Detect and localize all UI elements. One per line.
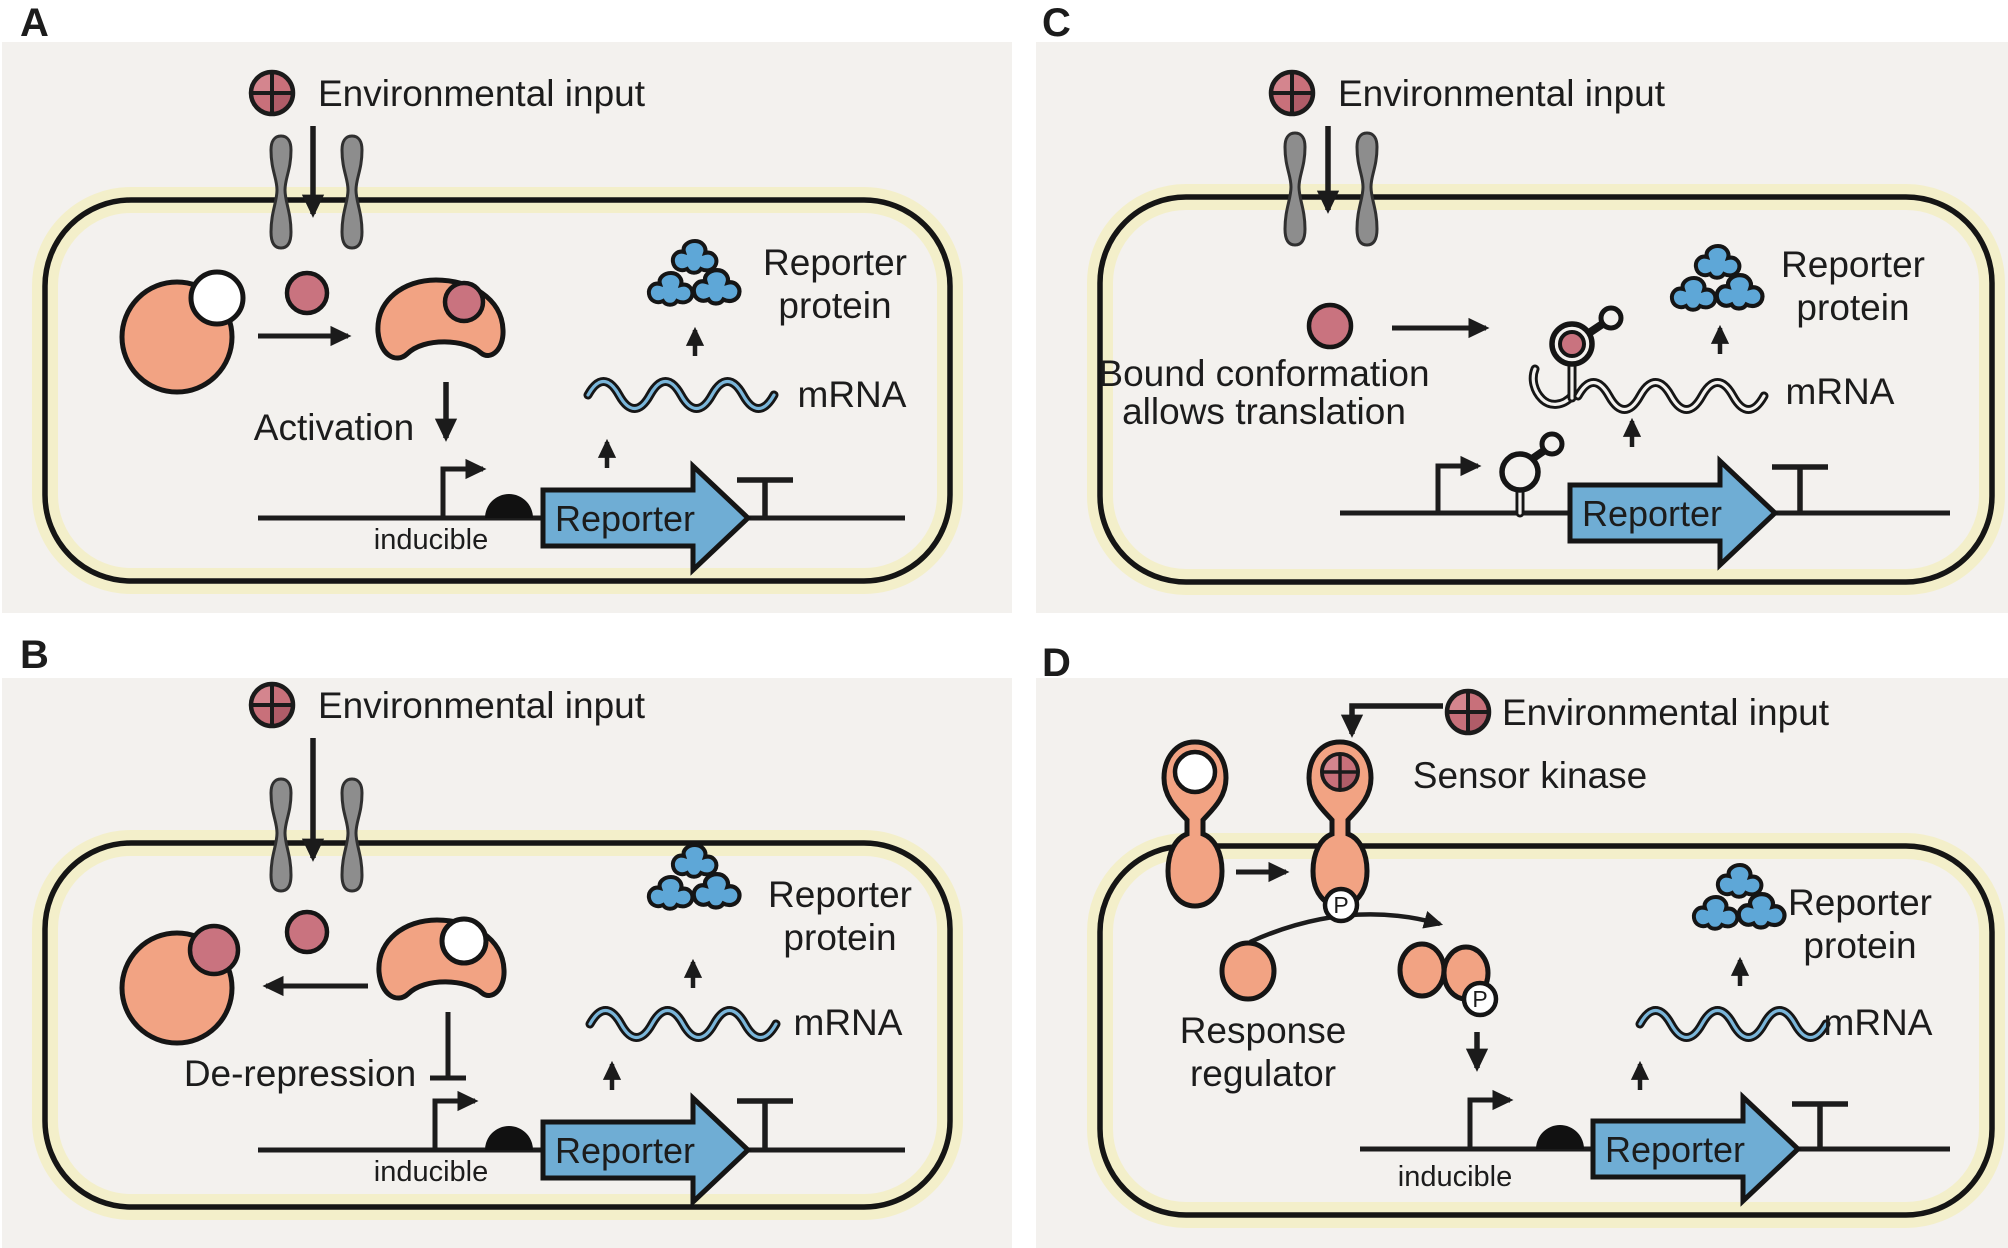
ligand — [284, 270, 330, 316]
riboswitch-bound-mrna — [1528, 305, 1764, 410]
reporter-protein-label: Reporter — [768, 874, 912, 915]
panel-label: B — [20, 633, 49, 677]
panel-label: D — [1042, 641, 1071, 685]
mrna-label: mRNA — [1824, 1002, 1933, 1043]
cell-outline — [1097, 843, 1995, 1218]
promoter-label: inducible — [1398, 1161, 1512, 1193]
ligand — [284, 909, 330, 955]
phosphate-icon — [1461, 980, 1499, 1018]
reporter-gene-label: Reporter — [1605, 1129, 1745, 1170]
reporter-protein-label: protein — [783, 917, 896, 958]
terminator-icon — [1772, 464, 1828, 513]
response-regulator-dimer — [1397, 941, 1447, 999]
environmental-input-label: Environmental input — [1338, 73, 1666, 114]
mechanism-label: allows translation — [1122, 391, 1406, 432]
promoter-arrow-icon — [1467, 1089, 1514, 1149]
reporter-protein-label: protein — [1796, 287, 1909, 328]
kinase-binding-pocket — [1172, 749, 1218, 795]
phosphate-label: P — [1472, 986, 1487, 1012]
reporter-gene-label: Reporter — [555, 498, 695, 539]
environmental-input-icon — [251, 72, 293, 114]
cell-outline — [1097, 194, 1995, 585]
terminator-icon — [737, 1098, 793, 1150]
panel-d: D Environmental input Sensor kinase P P … — [1036, 641, 2008, 1248]
promoter-label: inducible — [374, 1156, 488, 1188]
response-regulator-label: Response — [1180, 1010, 1347, 1051]
sensor-kinase-label: Sensor kinase — [1413, 755, 1647, 796]
promoter-label: inducible — [374, 524, 488, 556]
terminator-icon — [737, 477, 793, 518]
mrna-label: mRNA — [794, 1002, 903, 1043]
repression-tbar-icon — [430, 1012, 466, 1081]
reporter-protein-label: Reporter — [763, 242, 907, 283]
reporter-protein-label: protein — [1803, 925, 1916, 966]
environmental-input-icon — [1447, 691, 1489, 733]
panel-label: C — [1042, 1, 1071, 45]
reporter-gene-label: Reporter — [1582, 493, 1722, 534]
environmental-input-label: Environmental input — [318, 685, 646, 726]
reporter-gene-label: Reporter — [555, 1130, 695, 1171]
panel-a: A Environmental input Activation inducib… — [2, 1, 1012, 613]
panel-label: A — [20, 1, 49, 45]
terminator-icon — [1792, 1101, 1848, 1149]
environmental-input-label: Environmental input — [1502, 692, 1830, 733]
ligand — [1306, 302, 1354, 350]
bound-input-icon — [1320, 752, 1360, 792]
environmental-input-label: Environmental input — [318, 73, 646, 114]
response-regulator-label: regulator — [1190, 1053, 1336, 1094]
cell-outline — [42, 197, 953, 584]
cell-outline — [42, 840, 953, 1210]
mrna-label: mRNA — [798, 374, 907, 415]
bound-ligand — [187, 923, 241, 977]
bound-ligand — [1558, 330, 1586, 358]
reporter-protein-label: Reporter — [1788, 882, 1932, 923]
binding-pocket — [439, 916, 489, 966]
phosphate-label: P — [1333, 892, 1348, 918]
mrna-label: mRNA — [1786, 371, 1895, 412]
bound-ligand — [442, 280, 486, 324]
environmental-input-icon — [1271, 72, 1313, 114]
input-to-kinase-arrow — [1340, 703, 1443, 738]
response-regulator-unphosphorylated — [1219, 940, 1277, 1002]
panel-b: B Environmental input De-repression indu… — [2, 633, 1012, 1248]
mechanism-label: De-repression — [184, 1053, 416, 1094]
promoter-arrow-icon — [440, 458, 487, 518]
reporter-protein-label: protein — [778, 285, 891, 326]
phosphate-icon — [1322, 886, 1360, 924]
environmental-input-icon — [251, 684, 293, 726]
panel-c-background — [1036, 42, 2008, 613]
binding-pocket — [188, 269, 246, 327]
promoter-arrow-icon — [1435, 455, 1482, 513]
riboswitch-unbound — [1499, 431, 1565, 518]
promoter-arrow-icon — [432, 1090, 479, 1150]
panel-c: C Environmental input Bound conformation… — [1036, 1, 2008, 613]
reporter-protein-label: Reporter — [1781, 244, 1925, 285]
mechanism-label: Bound conformation — [1098, 353, 1429, 394]
mechanism-label: Activation — [254, 407, 414, 448]
